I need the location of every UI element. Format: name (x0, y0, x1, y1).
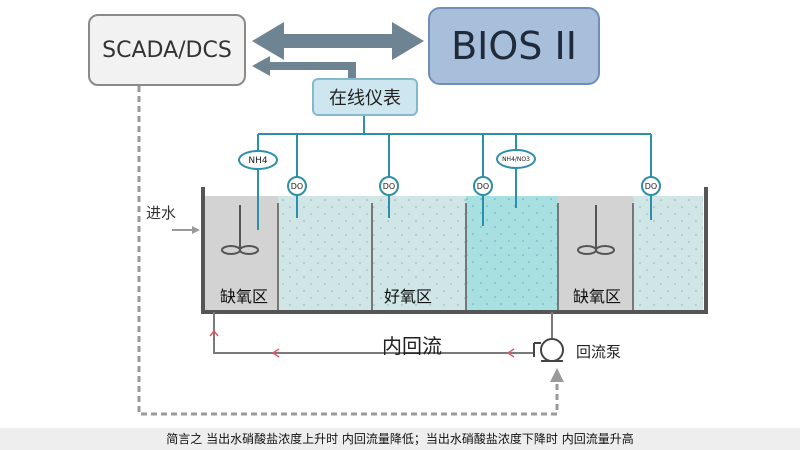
inlet-label: 进水 (146, 204, 177, 222)
nh4-sensor-head (238, 150, 278, 170)
do-sensor-3-label: DO (477, 182, 489, 191)
mixer-2 (577, 205, 615, 255)
scada-dcs-box: SCADA/DCS (88, 14, 246, 86)
bios-ii-label: BIOS II (451, 24, 577, 68)
scada-bios-double-arrow (252, 22, 424, 60)
meter-to-scada-arrow (252, 56, 356, 80)
recycle-pump-icon (533, 338, 564, 362)
mixer-1 (221, 205, 259, 255)
scada-dcs-label: SCADA/DCS (102, 37, 232, 63)
do-sensor-4-head (641, 176, 661, 196)
do-sensor-1-label: DO (291, 182, 303, 191)
probe-wiring (257, 116, 652, 230)
online-instrument-box: 在线仪表 (312, 78, 418, 116)
nh4-sensor-label: NH4 (248, 156, 268, 166)
do-sensor-2-label: DO (383, 182, 395, 191)
do-sensor-1-head (287, 176, 307, 196)
inlet-arrow (172, 226, 200, 234)
recycle-pump-label: 回流泵 (576, 343, 622, 361)
do-sensor-4-label: DO (645, 182, 657, 191)
partition-walls (277, 203, 634, 311)
online-instrument-label: 在线仪表 (329, 88, 401, 109)
internal-recycle-pipe (213, 312, 553, 354)
internal-recycle-label: 内回流 (382, 334, 442, 358)
bios-ii-box: BIOS II (428, 7, 600, 85)
control-signal-arrowhead (550, 368, 564, 382)
tank-outline (201, 187, 708, 314)
anoxic-zone-1-label: 缺氧区 (220, 287, 269, 306)
recycle-direction-arrows (209, 329, 515, 358)
caption-bar: 简言之 当出水硝酸盐浓度上升时 内回流量降低；当出水硝酸盐浓度下降时 内回流量升… (0, 428, 800, 450)
nh4-no3-sensor-label: NH4/NO3 (502, 156, 530, 163)
anoxic-zone-1-fill (205, 196, 278, 311)
aerobic-zone-label: 好氧区 (384, 287, 433, 306)
nh4-no3-sensor-head (496, 149, 536, 169)
do-sensor-2-head (379, 176, 399, 196)
anoxic-zone-2-label: 缺氧区 (573, 287, 622, 306)
caption-text: 简言之 当出水硝酸盐浓度上升时 内回流量降低；当出水硝酸盐浓度下降时 内回流量升… (166, 432, 634, 446)
control-signal-dashed-line (137, 86, 559, 416)
do-sensor-3-head (473, 176, 493, 196)
